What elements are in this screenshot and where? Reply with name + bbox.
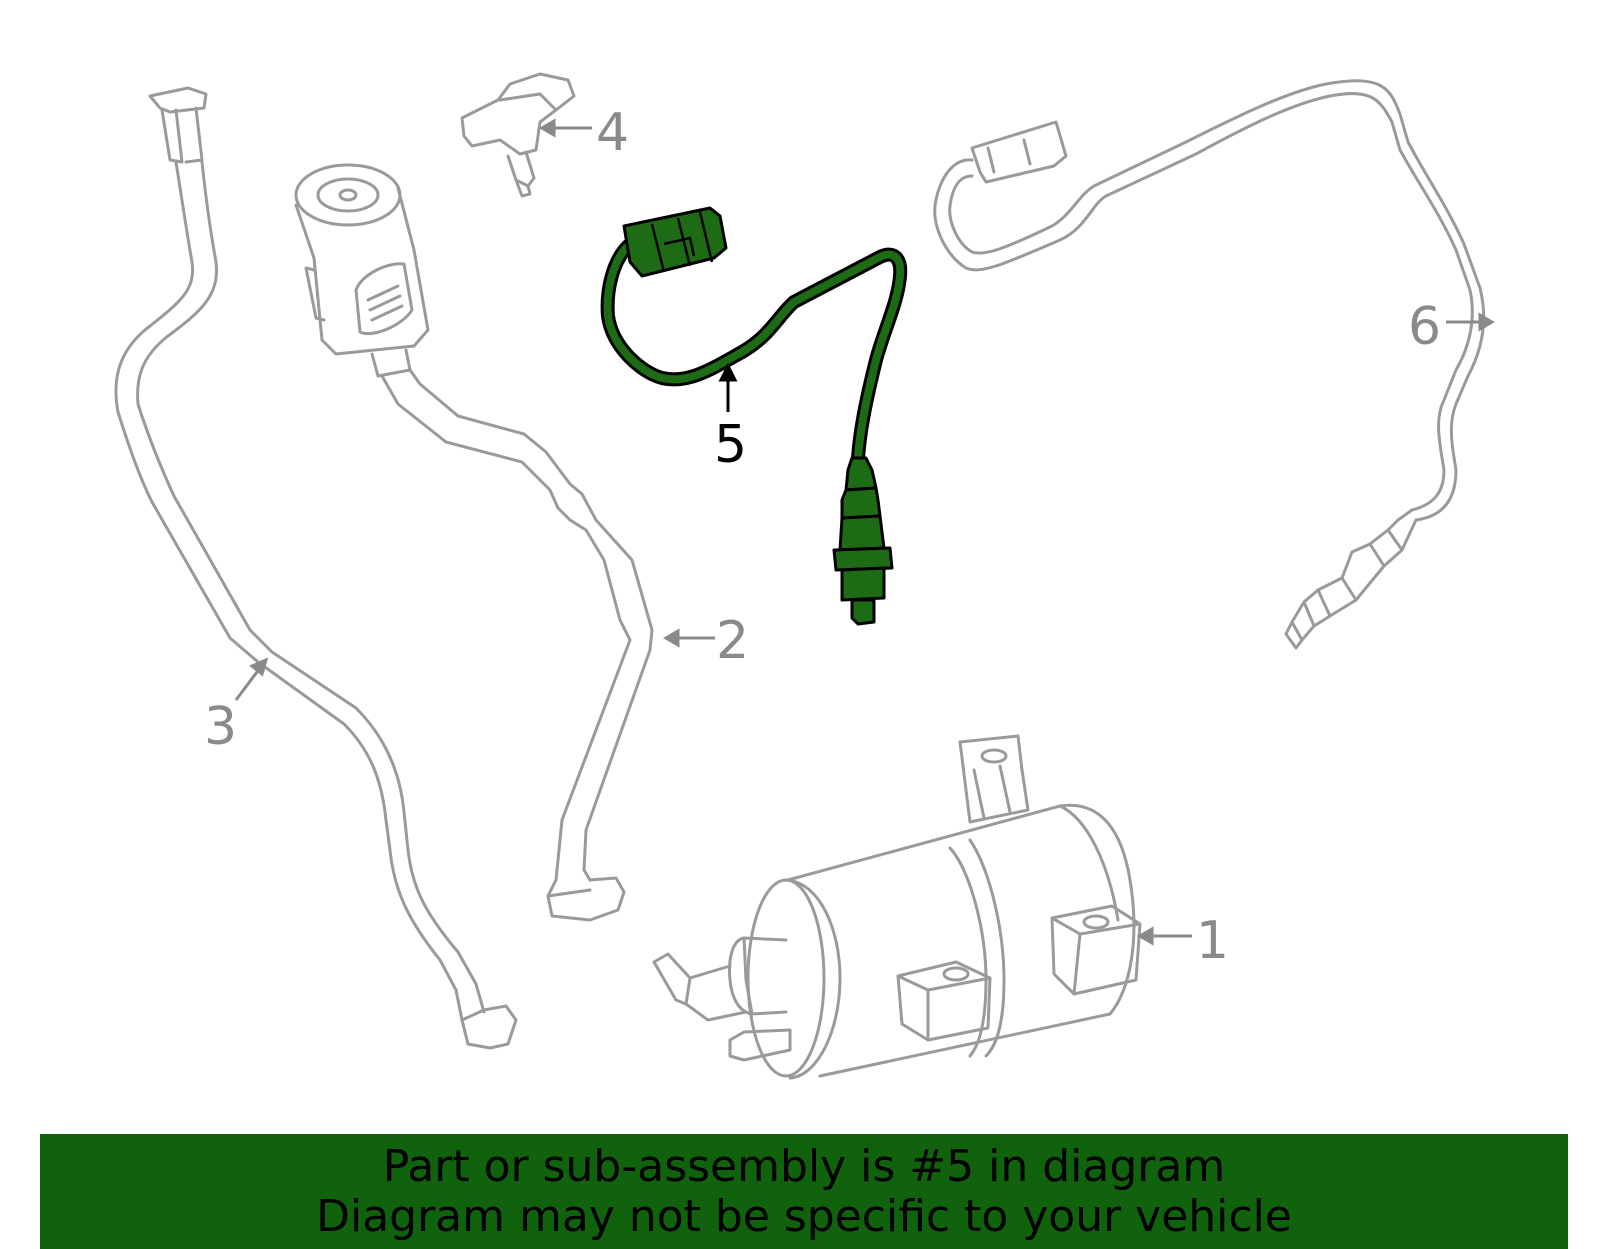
callout-2: 2 xyxy=(716,611,749,671)
callout-3: 3 xyxy=(204,697,237,757)
part-3-hose[interactable] xyxy=(114,86,518,1050)
part-6-sensor[interactable] xyxy=(933,79,1486,650)
callout-4: 4 xyxy=(596,103,629,163)
part-4-sensor[interactable] xyxy=(460,72,576,198)
callout-arrows xyxy=(234,118,1495,946)
callout-6: 6 xyxy=(1408,297,1441,357)
part-5-highlighted-sensor[interactable] xyxy=(600,206,908,626)
banner-line-1: Part or sub-assembly is #5 in diagram xyxy=(382,1141,1226,1192)
callout-5: 5 xyxy=(714,415,747,475)
part-2-valve-hose[interactable] xyxy=(294,163,654,922)
part-1-canister[interactable] xyxy=(652,734,1142,1080)
banner-line-2: Diagram may not be specific to your vehi… xyxy=(316,1191,1292,1242)
callout-1: 1 xyxy=(1196,911,1229,971)
info-banner: Part or sub-assembly is #5 in diagram Di… xyxy=(40,1134,1568,1249)
